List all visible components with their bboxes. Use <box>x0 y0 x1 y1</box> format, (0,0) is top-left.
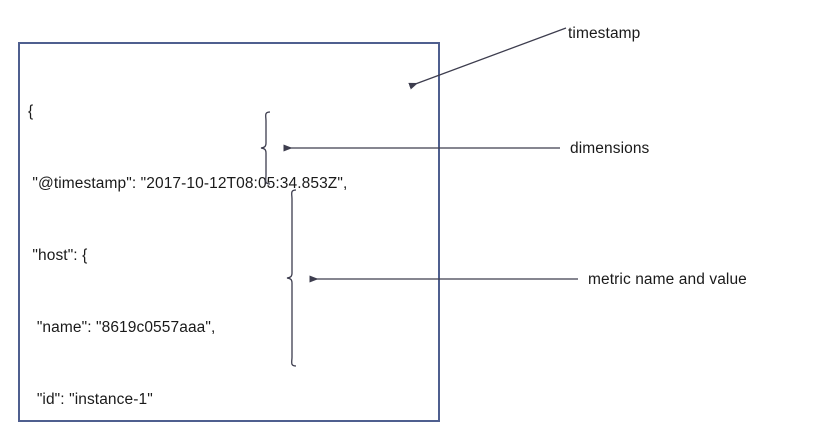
json-document-box <box>18 42 440 422</box>
json-line-host-id: "id": "instance-1" <box>28 391 153 408</box>
json-line-timestamp: "@timestamp": "2017-10-12T08:05:34.853Z"… <box>28 175 348 192</box>
annotation-label-timestamp: timestamp <box>568 25 641 42</box>
annotation-label-dimensions: dimensions <box>570 140 650 157</box>
json-document-text: { "@timestamp": "2017-10-12T08:05:34.853… <box>28 52 428 437</box>
annotation-label-metric: metric name and value <box>588 271 747 288</box>
json-line: { <box>28 103 34 120</box>
json-line-host-name: "name": "8619c0557aaa", <box>28 319 216 336</box>
json-line-host-open: "host": { <box>28 247 88 264</box>
